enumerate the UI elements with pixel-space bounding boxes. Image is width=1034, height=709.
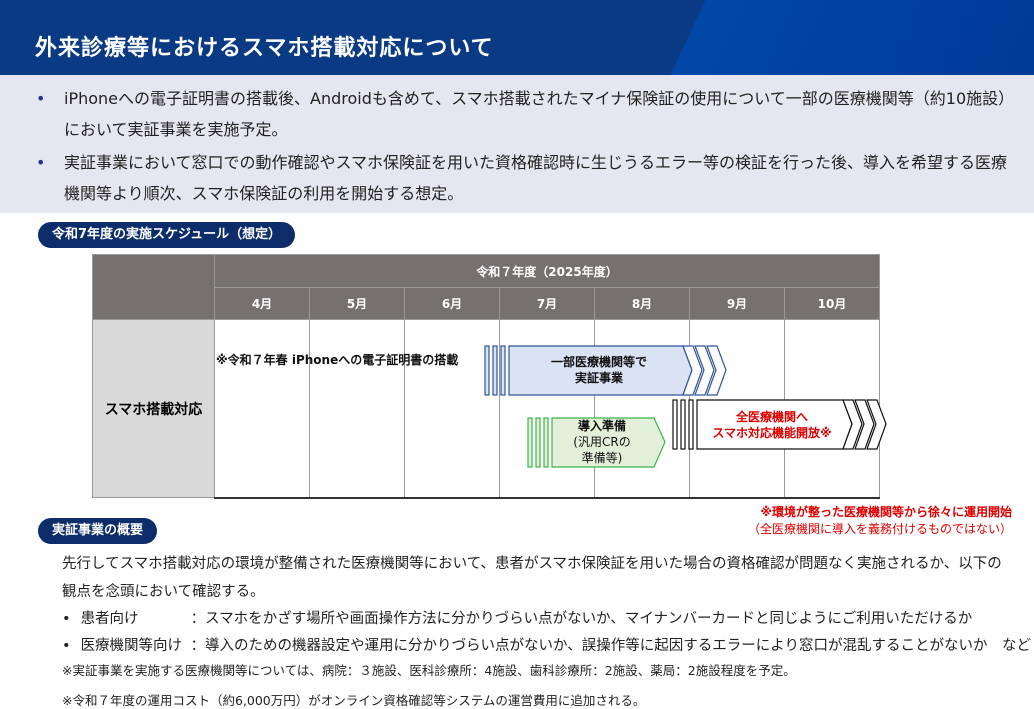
pilot-arrow: [484, 345, 727, 396]
pilot-line: 実証事業: [574, 371, 623, 385]
prep-line: (汎用CRの: [573, 435, 631, 449]
pilot-line: 一部医療機関等で: [550, 355, 647, 369]
prep-line: 準備等): [581, 451, 623, 465]
item-label: 医療機関等向け: [80, 638, 183, 654]
cell: [404, 319, 500, 499]
cell: [214, 319, 310, 499]
item-text: ：導入のための機器設定や運用に分かりづらい点がないか、誤操作等に起因するエラーに…: [190, 638, 1031, 654]
schedule-note-sub: （全医療機関に導入を義務付けるものではない）: [747, 522, 1012, 536]
month-header: 9月: [689, 287, 785, 320]
overview-section-label: 実証事業の概要: [38, 518, 158, 544]
schedule-section-label: 令和7年度の実施スケジュール（想定）: [38, 222, 296, 248]
overview-item: • 医療機関等向け ：導入のための機器設定や運用に分かりづらい点がないか、誤操作等に…: [62, 634, 1031, 655]
prep-arrow: [527, 417, 666, 468]
overview-note: ※実証事業を実施する医療機関等については、病院：３施設、医科診療所：4施設、歯科…: [62, 663, 796, 678]
open-arrow: [672, 399, 887, 450]
year-header: 令和７年度（2025年度）: [214, 254, 880, 288]
header-banner: 外来診療等におけるスマホ搭載対応について: [0, 0, 1034, 75]
row-label: スマホ搭載対応: [92, 319, 215, 498]
month-header: 5月: [309, 287, 405, 320]
bullet-dot: •: [36, 89, 46, 108]
intro-panel: • iPhoneへの電子証明書の搭載後、Androidも含めて、スマホ搭載されたマ…: [0, 75, 1034, 213]
prep-line: 導入準備: [577, 419, 626, 433]
month-header: 10月: [784, 287, 880, 320]
open-line: 全医療機関へ: [735, 410, 808, 424]
overview-lead: 先行してスマホ搭載対応の環境が整備された医療機関等において、患者がスマホ保険証を…: [62, 556, 1002, 572]
open-label: 全医療機関へスマホ対応機能開放※: [697, 409, 847, 441]
bullet-dot: •: [62, 611, 71, 627]
month-header: 4月: [214, 287, 310, 320]
page-title: 外来診療等におけるスマホ搭載対応について: [35, 36, 494, 61]
bullet-text: iPhoneへの電子証明書の搭載後、Androidも含めて、スマホ搭載されたマイ…: [64, 89, 1007, 139]
overview-note: ※令和７年度の運用コスト（約6,000万円）がオンライン資格確認等システムの運営…: [62, 693, 646, 708]
open-line: スマホ対応機能開放※: [712, 426, 832, 440]
item-text: ：スマホをかざす場所や画面操作方法に分かりづらい点がないか、マイナンバーカードと…: [190, 611, 973, 627]
iphone-note: ※令和７年春 iPhoneへの電子証明書の搭載: [216, 353, 459, 367]
overview-item: • 患者向け ：スマホをかざす場所や画面操作方法に分かりづらい点がないか、マイナンバ…: [62, 607, 972, 628]
month-header: 6月: [404, 287, 500, 320]
prep-label: 導入準備 (汎用CRの準備等): [552, 418, 652, 466]
item-label: 患者向け: [80, 611, 139, 627]
bullet-text: 実証事業において窓口での動作確認やスマホ保険証を用いた資格確認時に生じうるエラー…: [64, 153, 1008, 203]
bullet-dot: •: [36, 153, 46, 172]
overview-lead: 観点を念頭において確認する。: [62, 584, 265, 600]
pilot-label: 一部医療機関等で実証事業: [509, 354, 689, 386]
schedule-note: ※環境が整った医療機関等から徐々に運用開始: [760, 505, 1012, 519]
month-header: 7月: [499, 287, 595, 320]
bullet-dot: •: [62, 638, 71, 654]
